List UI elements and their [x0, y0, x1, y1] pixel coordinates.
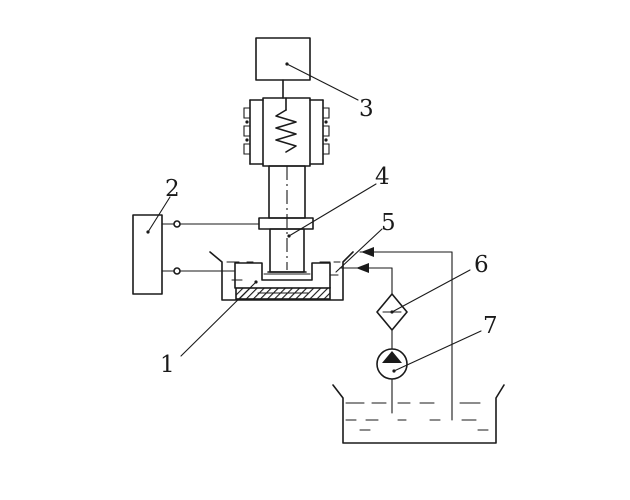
label-servo-unit: 3 — [359, 96, 374, 122]
servo-control-box — [255, 37, 311, 81]
label-tool-electrode: 4 — [375, 164, 390, 190]
supply-arrow — [361, 247, 374, 257]
label-workpiece: 1 — [160, 352, 175, 378]
dielectric-piping — [339, 247, 453, 421]
spring — [275, 109, 297, 153]
pump — [376, 348, 408, 380]
pulse-power-supply — [132, 214, 163, 295]
workpiece-fixture — [234, 262, 331, 289]
reservoir-tank — [332, 384, 505, 444]
label-filter: 6 — [474, 252, 489, 278]
label-power-supply: 2 — [165, 176, 180, 202]
label-work-tank: 5 — [381, 210, 396, 236]
spring-feed-mechanism — [243, 97, 330, 167]
power-wiring — [161, 220, 260, 275]
leader-lines — [147, 63, 482, 372]
label-pump: 7 — [483, 313, 498, 339]
inlet-arrow — [356, 263, 369, 273]
work-tank — [209, 251, 354, 301]
